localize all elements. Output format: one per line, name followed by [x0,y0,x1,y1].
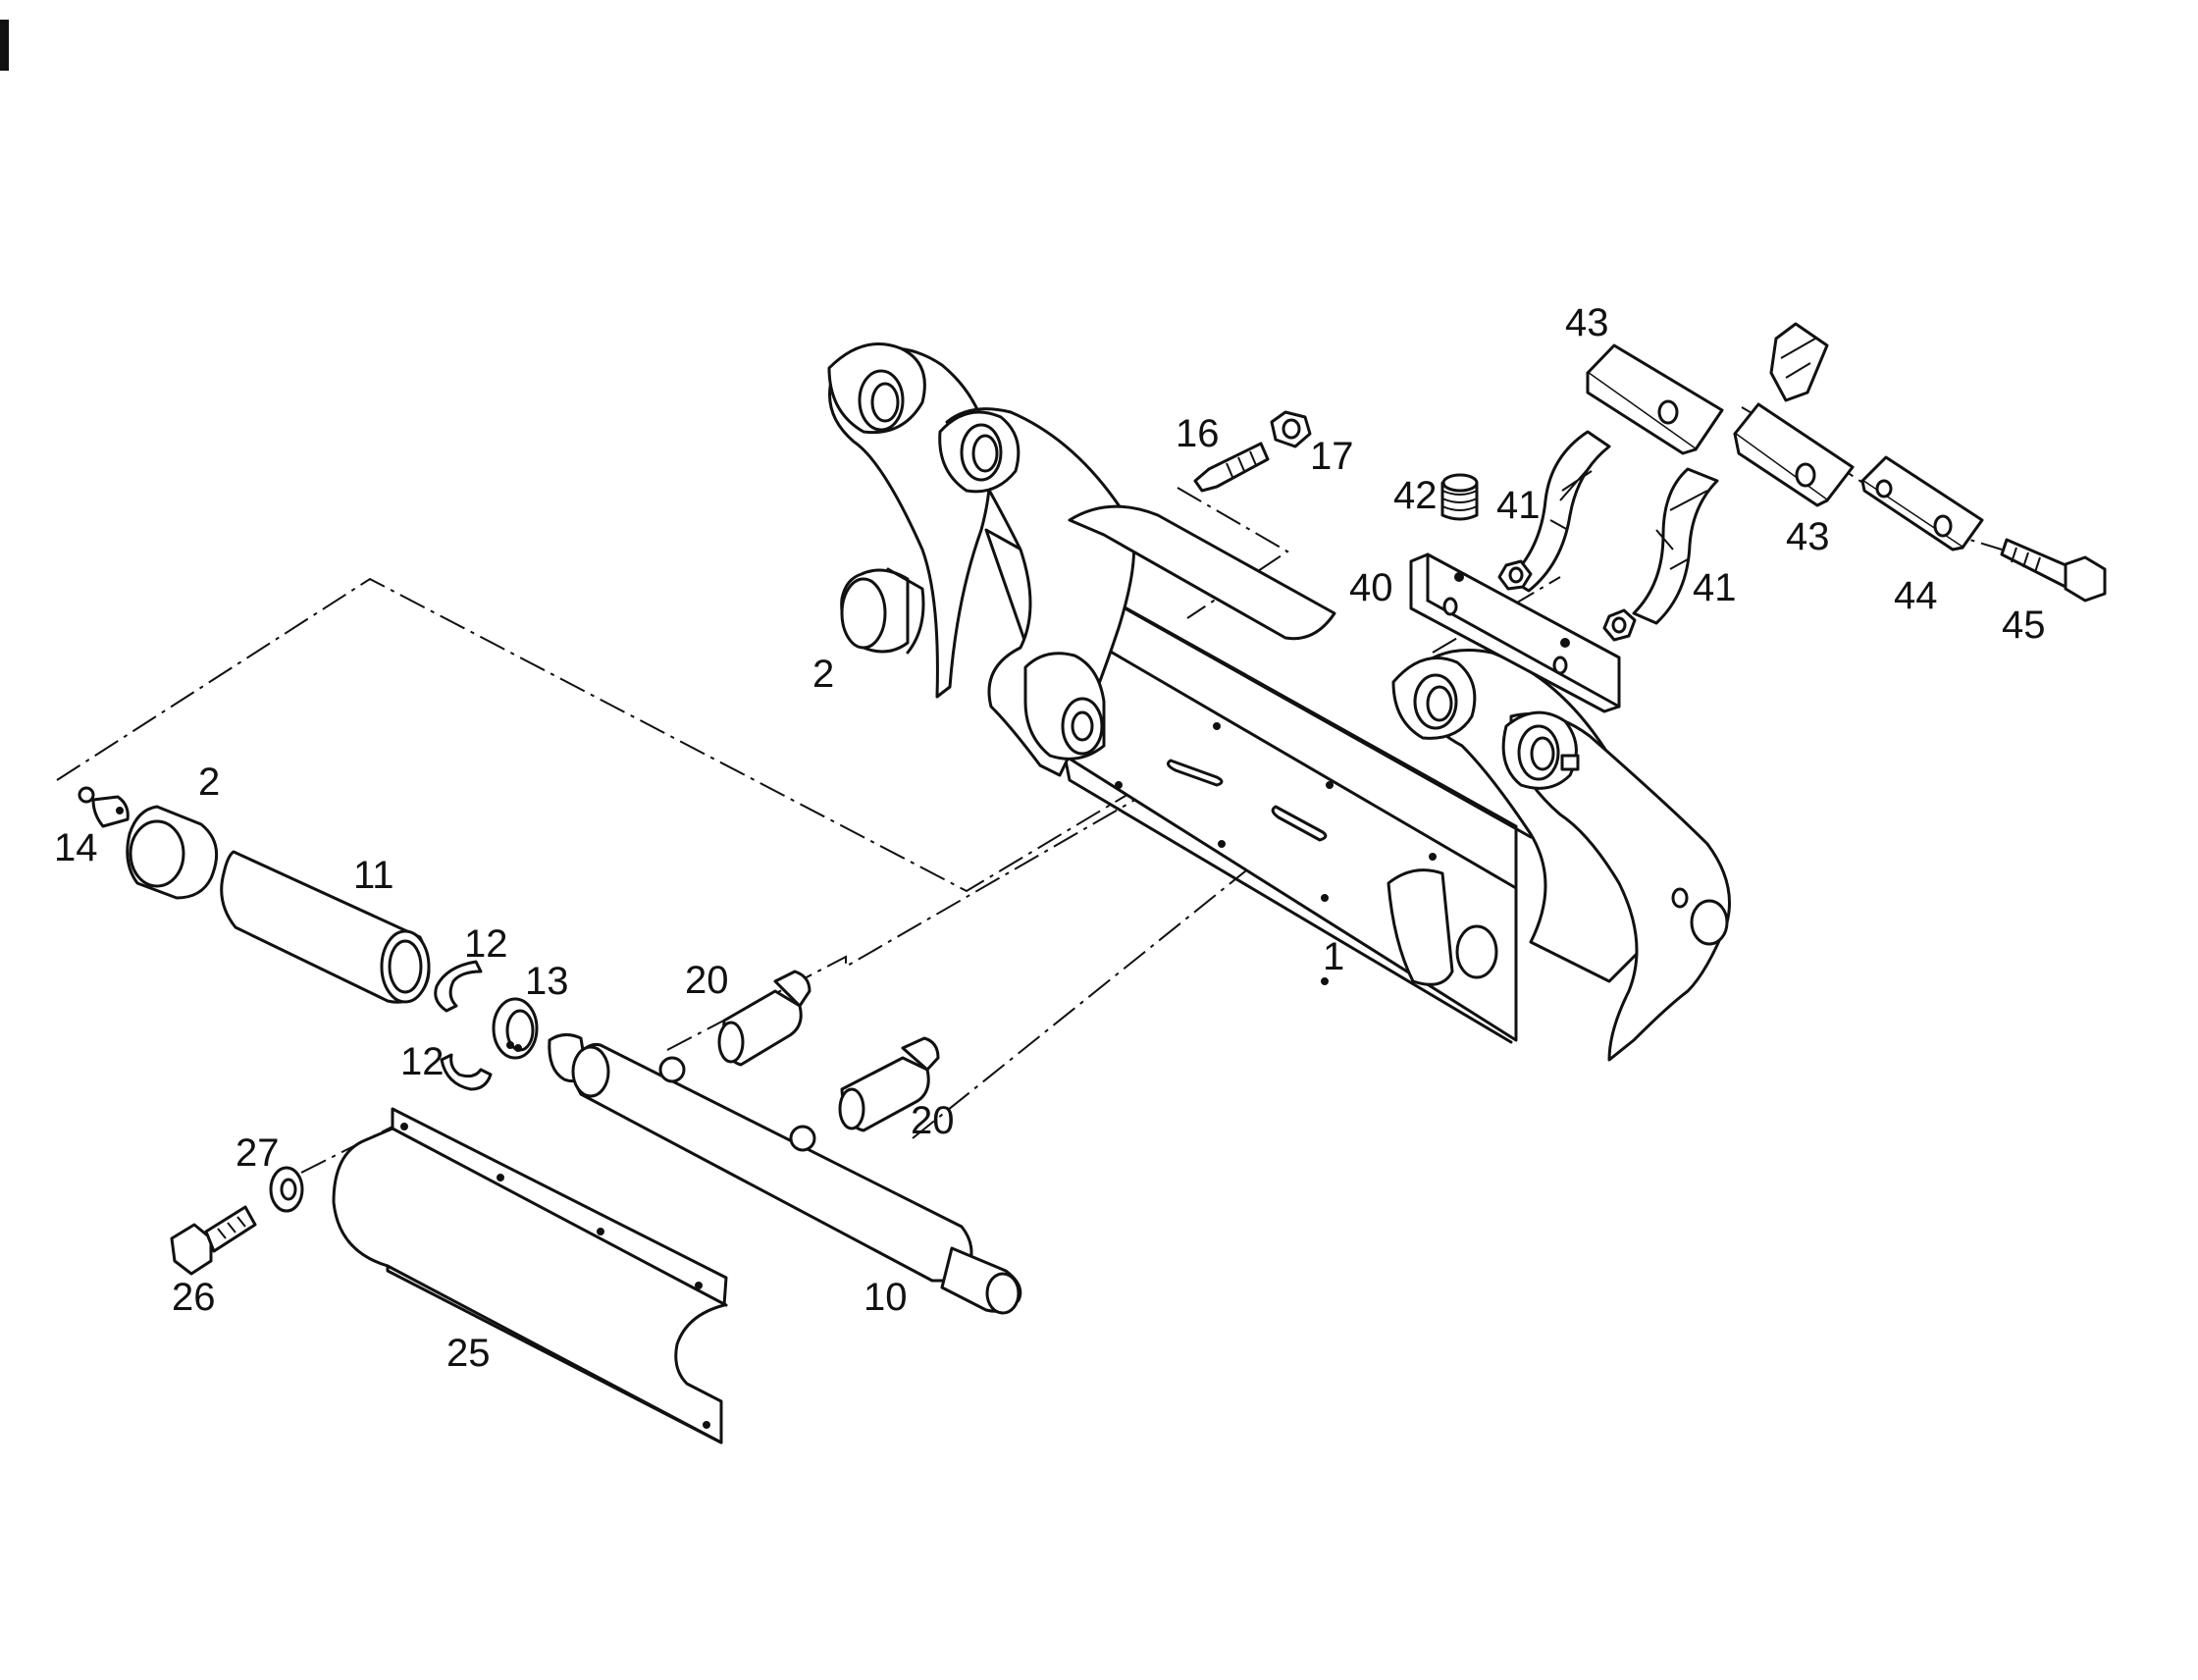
stud [1193,442,1270,493]
beam-holes [1115,722,1437,985]
mounting-plate [1409,552,1621,713]
main-frame [827,342,1731,1062]
callout-washer: 27 [236,1131,280,1175]
callouts: 1 2 2 10 11 12 12 13 14 16 17 20 20 25 2… [54,301,2046,1375]
callout-bolt-upper: 45 [2002,604,2046,647]
callout-hydraulic-connector-lower: 20 [911,1099,955,1142]
nut-top [1270,410,1312,448]
hose [1602,467,1719,642]
callout-stud: 16 [1176,412,1220,455]
hose [1497,430,1611,593]
callout-hydraulic-cylinder: 10 [864,1276,908,1319]
callout-spacer-sleeve: 42 [1393,474,1438,517]
hose-clamp-top [1586,322,1829,455]
callout-hose-clamp-top: 43 [1565,301,1609,344]
beam-slot [1166,759,1224,787]
bolt-upper [2000,538,2107,603]
callout-bolt-lower: 26 [172,1276,216,1319]
grease-nipple [78,786,130,828]
callout-retaining-half-ring-upper: 12 [464,922,508,966]
callout-snap-ring: 13 [525,960,569,1003]
callout-pin-sleeve: 11 [353,854,394,897]
hose-clamp-bottom [1733,402,1855,507]
callout-main-frame: 1 [1323,935,1344,978]
callout-retaining-half-ring-lower: 12 [400,1040,445,1083]
bushing-upper [840,567,925,655]
callout-hydraulic-connector-upper: 20 [685,959,729,1002]
callout-clamp-plate: 44 [1894,574,1938,617]
callout-hose-clamp-bottom: 43 [1786,515,1830,558]
guard [332,1107,728,1444]
spacer-sleeve [1440,473,1479,521]
bushing-lower [126,805,219,900]
pin-sleeve [220,850,431,1004]
snap-ring [492,997,539,1060]
callout-grease-nipple: 14 [54,826,98,869]
callout-mounting-plate: 40 [1349,566,1393,609]
washer [269,1166,304,1213]
callout-bushing-upper: 2 [812,653,834,696]
scan-edge-mark [0,20,9,71]
hydraulic-connector [717,970,811,1067]
callout-hose-lower: 41 [1693,566,1737,609]
hydraulic-cylinder [548,1033,1022,1315]
callout-hose-upper: 41 [1496,484,1541,527]
retaining-half-ring [440,1053,493,1091]
callout-guard: 25 [446,1332,491,1375]
hydraulic-connector [838,1036,940,1132]
callout-bushing-lower: 2 [198,761,220,804]
retaining-half-ring [434,960,483,1013]
callout-nut-top: 17 [1310,435,1354,478]
clamp-plate [1860,455,1984,551]
beam-slot [1271,805,1328,842]
bolt-lower [170,1205,257,1276]
